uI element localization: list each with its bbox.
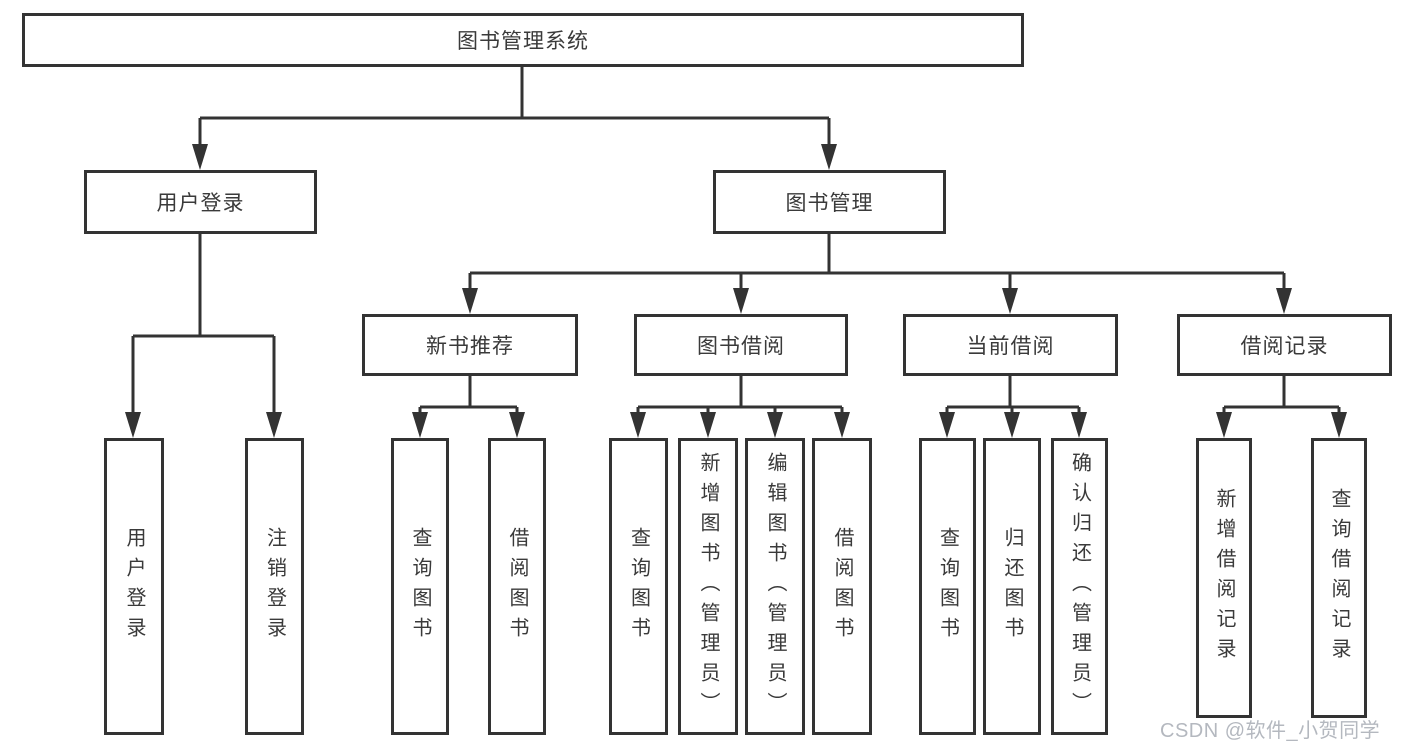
edges-new-book-recommend-to-leaves [412, 376, 525, 438]
node-borrow-records: 借阅记录 [1177, 314, 1392, 376]
edges-book-borrow-to-leaves [630, 376, 850, 438]
edges-current-borrow-to-leaves [939, 376, 1087, 438]
node-label: 借阅记录 [1240, 335, 1329, 358]
node-user-login: 用户登录 [84, 170, 317, 234]
csdn-watermark: CSDN @软件_小贺同学 [1160, 720, 1381, 742]
leaf-edit-book-admin: 编辑图书（管理员） [745, 438, 805, 735]
leaf-add-book-admin: 新增图书（管理员） [678, 438, 738, 735]
leaf-add-borrow-record: 新增借阅记录 [1196, 438, 1252, 718]
node-label: 图书借阅 [697, 335, 785, 358]
node-book-management: 图书管理 [713, 170, 946, 234]
leaf-label: 查询借阅记录 [1328, 488, 1350, 668]
node-library-management-system: 图书管理系统 [22, 13, 1024, 67]
leaf-user-login: 用户登录 [104, 438, 164, 735]
leaf-label: 用户登录 [123, 526, 145, 647]
leaf-label: 新增借阅记录 [1213, 488, 1235, 668]
node-label: 用户登录 [156, 192, 245, 215]
leaf-borrow-books-1: 借阅图书 [488, 438, 546, 735]
leaf-label: 查询图书 [936, 526, 959, 647]
leaf-label: 查询图书 [409, 526, 431, 647]
leaf-label: 借阅图书 [506, 526, 528, 647]
leaf-query-books-2: 查询图书 [609, 438, 668, 735]
node-label: 当前借阅 [966, 335, 1055, 358]
leaf-label: 归还图书 [1001, 526, 1023, 647]
edges-book-management-to-level3 [462, 234, 1292, 314]
leaf-query-books-3: 查询图书 [919, 438, 976, 735]
leaf-borrow-books-2: 借阅图书 [812, 438, 872, 735]
edges-user-login-to-leaves [125, 234, 282, 438]
node-book-borrow: 图书借阅 [634, 314, 848, 376]
node-label: 新书推荐 [426, 335, 514, 358]
edges-borrow-records-to-leaves [1216, 376, 1347, 438]
node-new-book-recommend: 新书推荐 [362, 314, 578, 376]
node-label: 图书管理 [785, 192, 874, 215]
leaf-query-books-1: 查询图书 [391, 438, 449, 735]
edges-root-to-level2 [192, 67, 837, 170]
leaf-return-book: 归还图书 [983, 438, 1041, 735]
leaf-label: 新增图书（管理员） [697, 451, 719, 722]
leaf-label: 借阅图书 [831, 526, 853, 647]
leaf-label: 编辑图书（管理员） [764, 451, 786, 722]
leaf-query-borrow-record: 查询借阅记录 [1311, 438, 1367, 718]
leaf-label: 注销登录 [263, 526, 286, 647]
leaf-label: 确认归还（管理员） [1068, 451, 1091, 722]
leaf-label: 查询图书 [627, 526, 650, 647]
node-label: 图书管理系统 [457, 30, 589, 53]
leaf-logout: 注销登录 [245, 438, 304, 735]
leaf-confirm-return-admin: 确认归还（管理员） [1051, 438, 1108, 735]
node-current-borrow: 当前借阅 [903, 314, 1118, 376]
